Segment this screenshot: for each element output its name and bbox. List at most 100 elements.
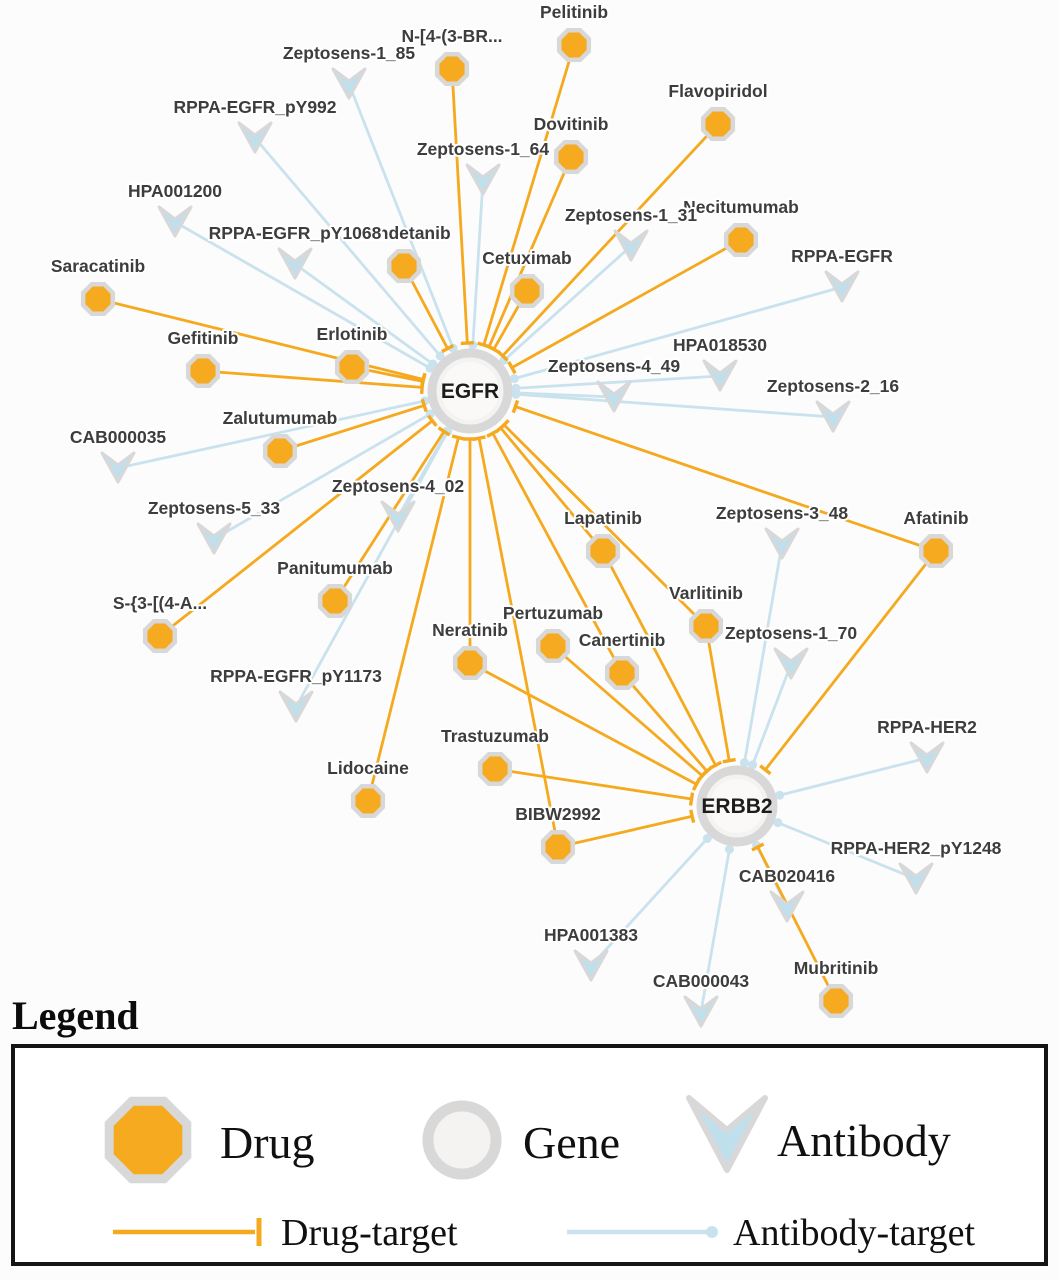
drug-target-edge-tee <box>486 428 500 438</box>
gene-node-label: EGFR <box>441 380 499 403</box>
drug-target-edge-tee <box>759 764 772 776</box>
antibody-node-label: CAB000035 <box>70 427 167 447</box>
antibody-target-edge <box>751 663 793 766</box>
antibody-node-label: RPPA-EGFR <box>791 246 893 266</box>
antibody-node <box>465 163 501 196</box>
antibody-node <box>824 270 860 303</box>
antibody-node-label: Zeptosens-5_33 <box>148 498 281 518</box>
drug-target-edge-tee <box>700 765 713 777</box>
antibody-node <box>331 67 367 100</box>
antibody-node <box>596 380 632 413</box>
drug-node <box>386 248 422 284</box>
drug-target-edge-tee <box>751 842 765 852</box>
edge-layer <box>97 44 938 1013</box>
drug-target-edge-tee <box>437 426 451 437</box>
antibody-target-edge <box>503 244 632 362</box>
antibody-target-edge <box>471 179 485 346</box>
legend-title: Legend <box>12 993 139 1038</box>
drug-node-label: Mubritinib <box>794 958 879 978</box>
drug-target-edge <box>366 437 460 802</box>
drug-node-label: Erlotinib <box>317 324 388 344</box>
drug-node <box>604 655 640 691</box>
drug-target-edge <box>97 297 424 381</box>
antibody-node <box>277 247 313 280</box>
antibody-node <box>764 527 800 560</box>
drug-node <box>535 628 571 664</box>
antibody-target-edge <box>174 220 431 370</box>
antibody-node-label: RPPA-EGFR_pY1173 <box>210 666 382 686</box>
drug-target-edge-tee <box>688 792 695 806</box>
drug-node-label: Saracatinib <box>51 256 145 276</box>
drug-node-label: Zalutumumab <box>223 408 338 428</box>
drug-node <box>723 222 759 258</box>
drug-node-label: Canertinib <box>579 630 666 650</box>
drug-node-label: Cetuximab <box>482 248 571 268</box>
drug-target-edge <box>557 814 693 849</box>
antibody-target-legend-dot <box>706 1226 718 1238</box>
antibody-target-edge <box>513 285 843 380</box>
antibody-node <box>380 500 416 533</box>
drug-node <box>434 51 470 87</box>
antibody-node-label: Zeptosens-4_49 <box>548 356 681 376</box>
drug-node-label: BIBW2992 <box>515 804 601 824</box>
drug-node <box>700 106 736 142</box>
drug-target-edge <box>482 44 576 346</box>
antibody-node-label: RPPA-HER2 <box>877 717 977 737</box>
drug-target-edge <box>202 369 423 389</box>
drug-target-edge <box>764 550 938 771</box>
drug-target-edge <box>450 68 469 344</box>
antibody-target-edge <box>777 821 917 881</box>
antibody-target-edge-dot <box>702 834 712 844</box>
antibody-node-label: Zeptosens-4_02 <box>332 476 465 496</box>
drug-target-edge-tee <box>498 419 510 431</box>
antibody-node-label: Zeptosens-1_64 <box>417 139 550 159</box>
drug-node-label: Lapatinib <box>564 508 642 528</box>
drug-node-label: S-{3-[(4-A... <box>113 593 207 613</box>
gene-legend-label: Gene <box>523 1117 620 1168</box>
drug-target-edge <box>491 432 624 674</box>
drug-node-label: Vandetanib <box>357 223 450 243</box>
antibody-target-edge-dot <box>509 374 519 384</box>
antibody-node-label: HPA001383 <box>544 925 638 945</box>
antibody-target-edge <box>294 262 434 366</box>
drug-target-edge-tee <box>472 435 486 442</box>
network-canvas: PelitinibN-[4-(3-BR...DovitinibFlavopiri… <box>49 0 1004 1028</box>
drug-target-edge <box>494 767 692 801</box>
antibody-node-label: Zeptosens-1_70 <box>725 623 858 643</box>
drug-node <box>540 829 576 865</box>
drug-node <box>334 349 370 385</box>
antibody-target-edge <box>213 412 431 541</box>
drug-target-edge <box>469 661 698 786</box>
drug-target-edge <box>159 419 434 638</box>
drug-target-edge <box>499 427 605 552</box>
antibody-node <box>702 359 738 392</box>
antibody-target-edge-dot <box>773 818 783 828</box>
antibody-node <box>898 862 934 895</box>
drug-target-edge <box>756 846 838 1002</box>
antibody-target-edge <box>347 83 455 349</box>
drug-node-label: Gefitinib <box>168 328 239 348</box>
antibody-target-edge-dot <box>724 844 734 854</box>
drug-node <box>452 645 488 681</box>
antibody-target-edge <box>515 392 834 419</box>
drug-target-edge-tee <box>496 350 509 362</box>
drug-node-label: Flavopiridol <box>668 81 767 101</box>
antibody-node <box>769 890 805 923</box>
antibody-node-label: Zeptosens-1_31 <box>565 205 698 225</box>
antibody-node-label: Zeptosens-2_16 <box>767 376 900 396</box>
drug-node <box>350 783 386 819</box>
antibody-node <box>815 400 851 433</box>
drug-target-edge <box>477 437 560 848</box>
antibody-target-edge-dot <box>511 389 521 399</box>
drug-node <box>262 433 298 469</box>
drug-node <box>688 608 724 644</box>
antibody-target-edge <box>117 399 426 470</box>
drug-node-label: Pelitinib <box>540 2 608 22</box>
antibody-target-edge <box>294 430 450 708</box>
label-layer: PelitinibN-[4-(3-BR...DovitinibFlavopiri… <box>49 0 1004 993</box>
drug-target-edge <box>601 550 717 766</box>
drug-target-edge-tee <box>420 374 426 389</box>
antibody-node-label: RPPA-EGFR_pY992 <box>173 97 336 117</box>
drug-node-label: Dovitinib <box>534 114 609 134</box>
